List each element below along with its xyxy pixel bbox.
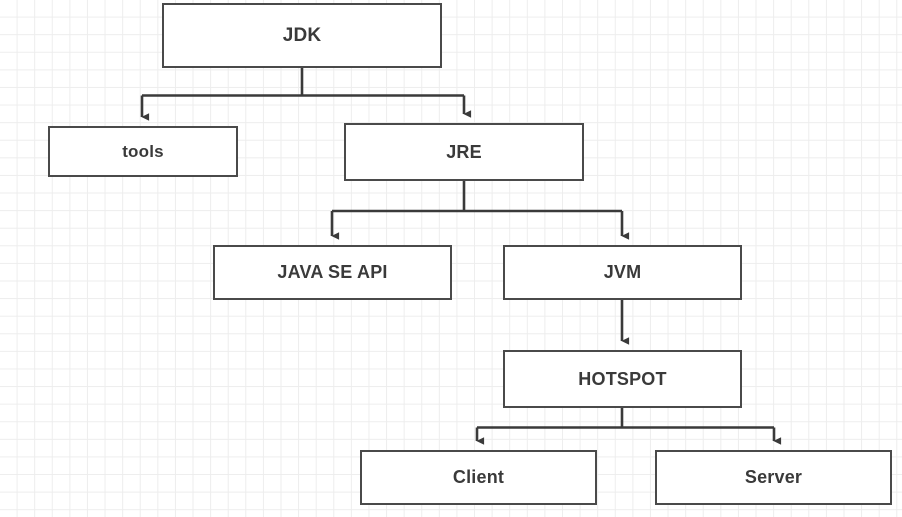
node-java-se-api-label: JAVA SE API xyxy=(277,262,388,282)
node-tools[interactable]: tools xyxy=(48,126,238,177)
edge-jdk-split xyxy=(140,68,472,121)
node-client-label: Client xyxy=(452,467,505,487)
node-server[interactable]: Server xyxy=(655,450,892,505)
edge-hotspot-split xyxy=(475,408,782,445)
node-jvm-label: JVM xyxy=(603,262,642,282)
node-client[interactable]: Client xyxy=(360,450,597,505)
node-server-label: Server xyxy=(744,467,803,487)
node-jvm[interactable]: JVM xyxy=(503,245,742,300)
node-jdk-label: JDK xyxy=(282,24,322,46)
node-jre-label: JRE xyxy=(446,141,482,162)
edge-jre-split xyxy=(330,181,630,240)
node-hotspot-label: HOTSPOT xyxy=(578,368,667,389)
node-tools-label: tools xyxy=(122,141,164,161)
node-jre[interactable]: JRE xyxy=(344,123,584,181)
node-hotspot[interactable]: HOTSPOT xyxy=(503,350,742,408)
node-jdk[interactable]: JDK xyxy=(162,3,442,68)
node-java-se-api[interactable]: JAVA SE API xyxy=(213,245,452,300)
